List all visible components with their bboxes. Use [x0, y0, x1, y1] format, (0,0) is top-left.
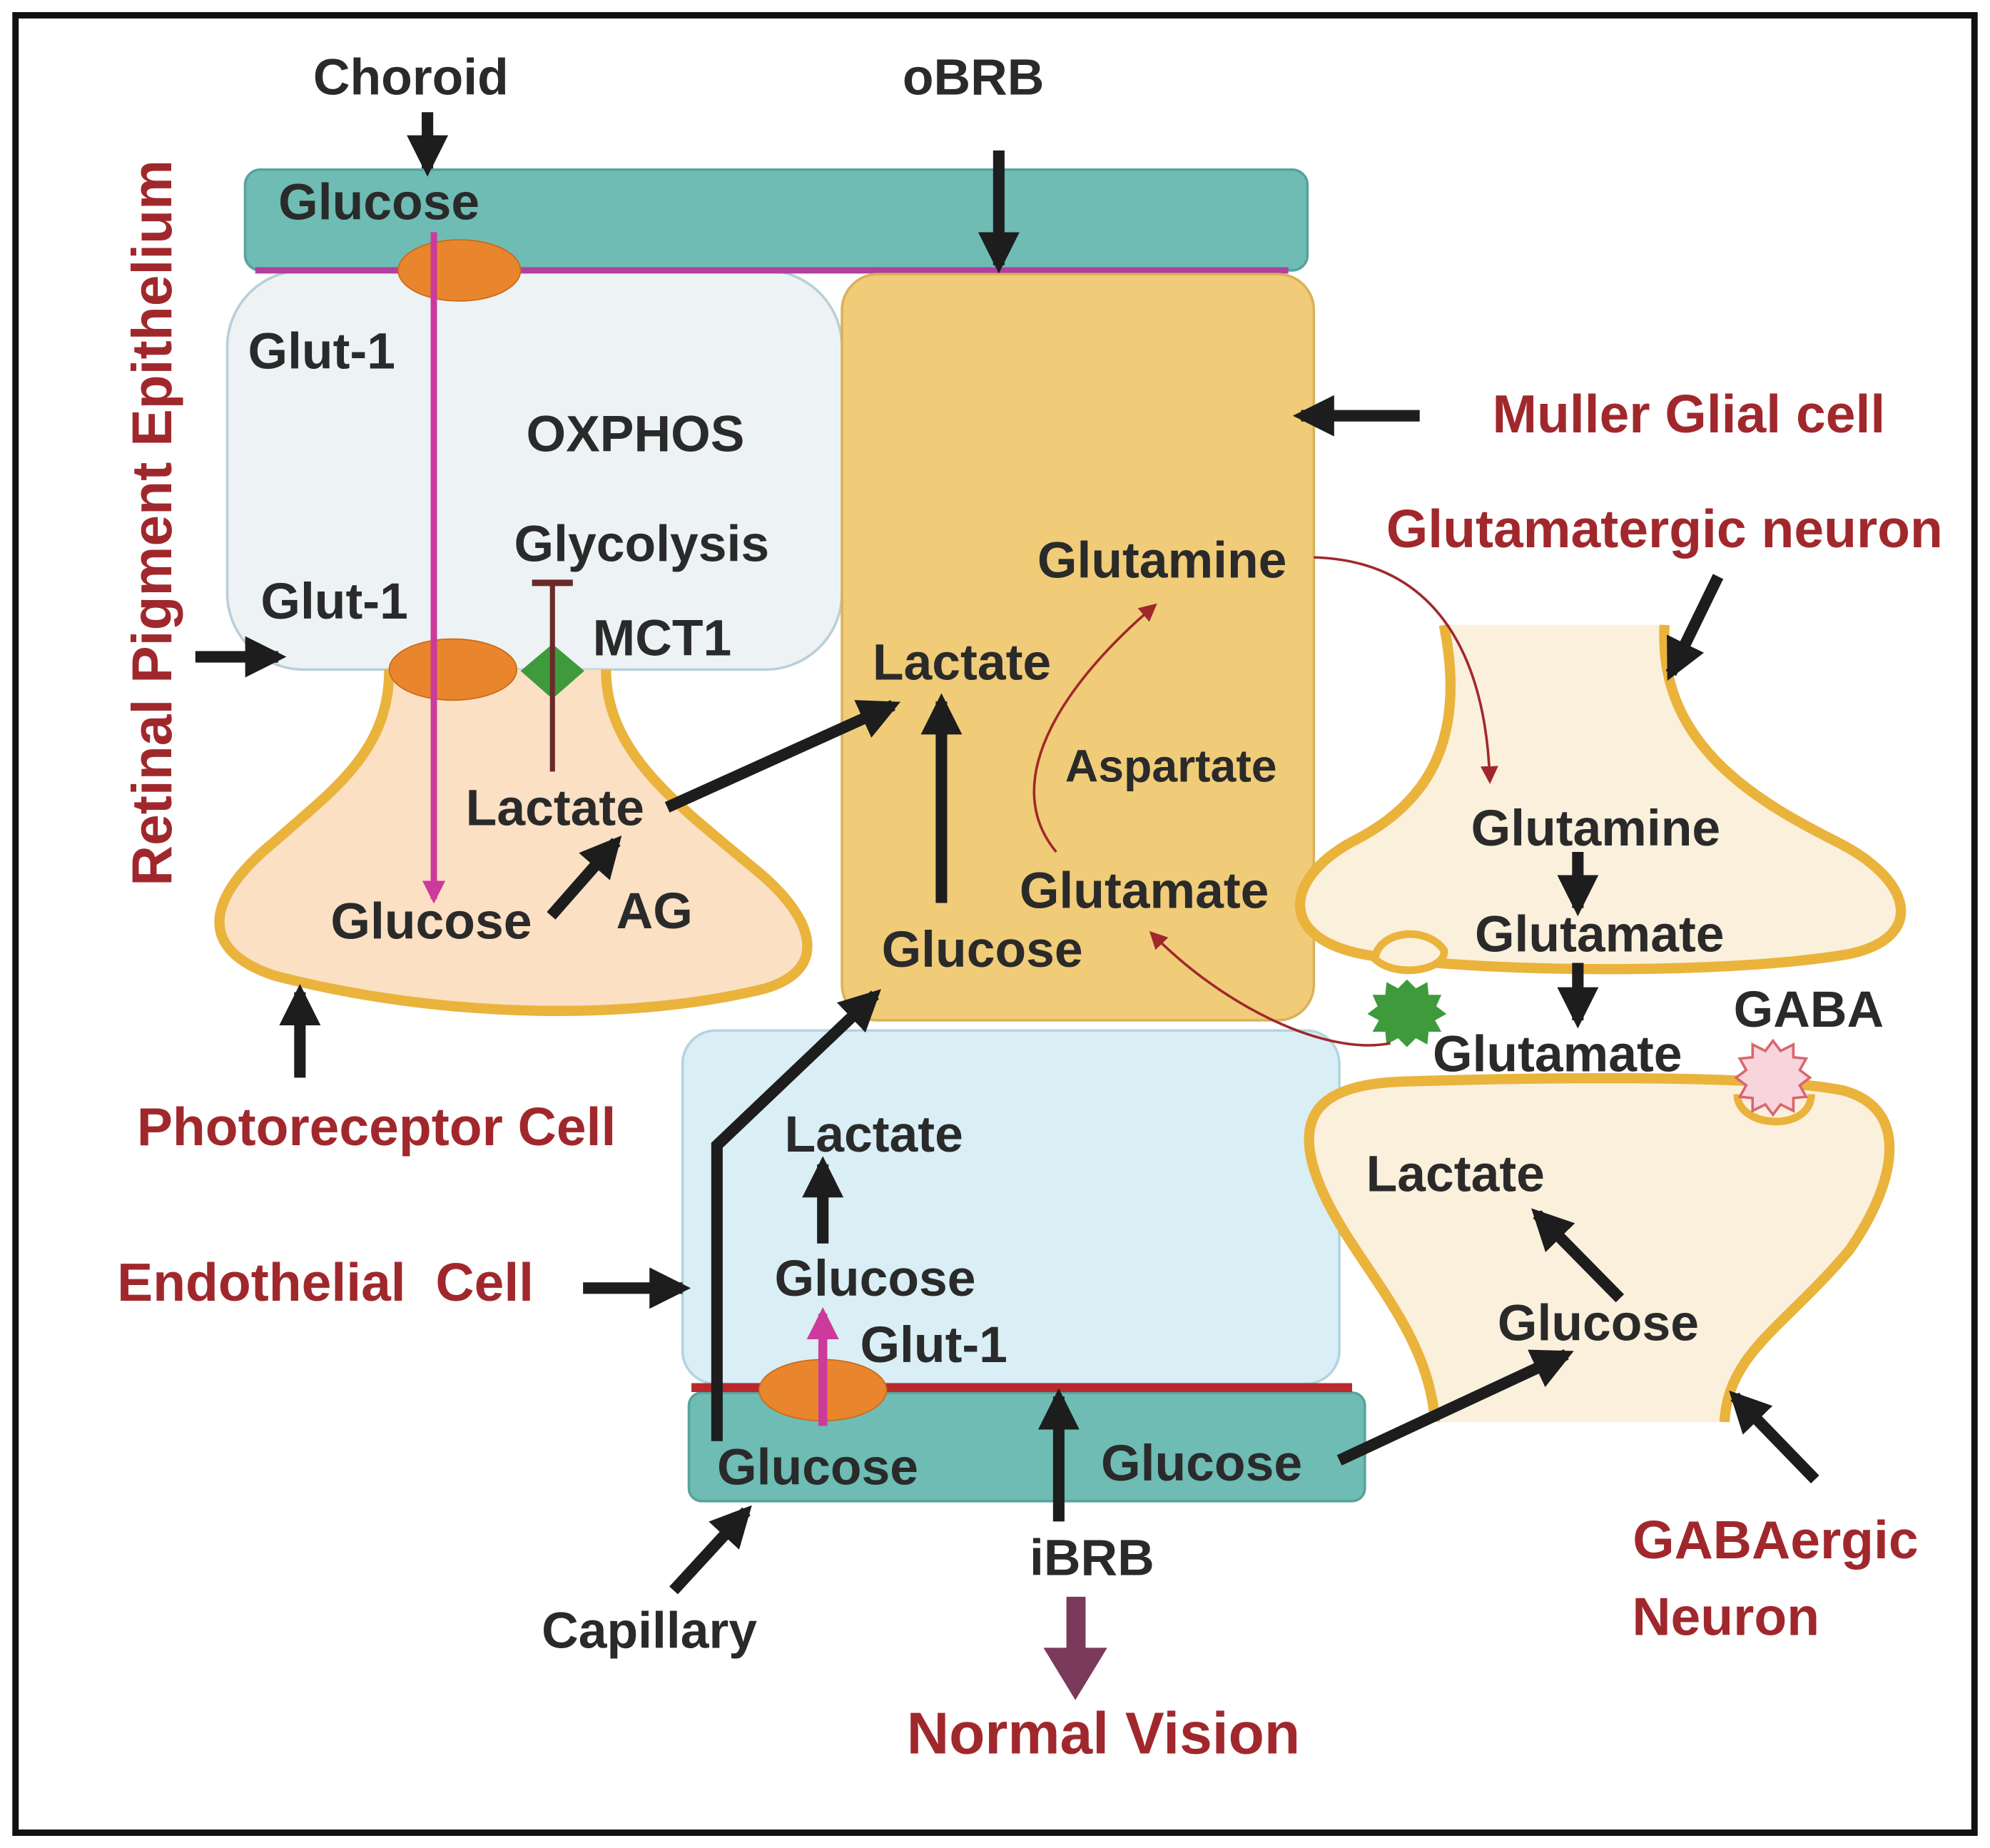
normal-vision-arrow	[1043, 1596, 1107, 1700]
glutamate-uptake-curve-arrow	[1149, 930, 1391, 1047]
gabaergic-neuron-outline	[1304, 1072, 1895, 1423]
normal-vision-label: Normal Vision	[907, 1702, 1300, 1767]
gabaergic-pointer-arrow	[1729, 1390, 1819, 1484]
aspartate-label: Aspartate	[1065, 741, 1277, 792]
endothelial-glucose-label: Glucose	[774, 1250, 975, 1307]
photoreceptor-lactate-label: Lactate	[466, 779, 644, 836]
glutamine-to-neuron-curve-arrow	[1314, 556, 1498, 784]
gabaergic-glucose-to-lactate-arrow	[1531, 1208, 1625, 1303]
capillary-label: Capillary	[542, 1602, 757, 1659]
gabaergic-neuron-body	[1309, 1078, 1890, 1422]
capillary-glucose-right-label: Glucose	[1101, 1435, 1302, 1492]
ag-label: AG	[616, 883, 693, 940]
mct1-label: MCT1	[593, 610, 732, 667]
glutamatergic-label: Glutamatergic neuron	[1386, 499, 1943, 559]
obrb-label: oBRB	[903, 49, 1045, 106]
gaba-label: GABA	[1734, 981, 1884, 1038]
photoreceptor-lactate-to-muller-arrow	[664, 700, 901, 813]
gaba-release-burst-icon	[1734, 1038, 1812, 1117]
glut1-transporter-bottom	[388, 638, 518, 701]
muller-glucose-label: Glucose	[882, 921, 1083, 978]
rpe-glut1-bottom-label: Glut-1	[260, 573, 407, 630]
photoreceptor-glucose-label: Glucose	[330, 893, 532, 950]
gabaergic-glucose-label: Glucose	[1498, 1295, 1699, 1352]
capillary-glucose-to-gabaergic-arrow	[1336, 1349, 1574, 1466]
endothelial-label: Endothelial Cell	[117, 1252, 534, 1312]
rpe-glucose-label: Glucose	[278, 173, 479, 230]
muller-lactate-label: Lactate	[873, 634, 1051, 691]
capillary-glucose-to-muller-arrow	[711, 989, 881, 1441]
muller-glial-cell-body	[841, 273, 1316, 1022]
capillary-glucose-left-label: Glucose	[717, 1439, 918, 1496]
synaptic-vesicle	[1371, 930, 1448, 975]
photoreceptor-cell-body	[214, 669, 813, 1016]
capillary-pointer-arrow	[669, 1505, 752, 1595]
gabaergic-label-line1: GABAergic	[1633, 1510, 1918, 1570]
glutamatergic-pointer-arrow	[1665, 574, 1724, 681]
glycolysis-label: Glycolysis	[514, 515, 770, 572]
endothelial-glut1-label: Glut-1	[860, 1316, 1007, 1374]
neuron-glutamate-label: Glutamate	[1475, 905, 1725, 963]
gabaergic-lactate-label: Lactate	[1366, 1145, 1545, 1202]
choroid-label: Choroid	[313, 49, 509, 106]
photoreceptor-label: Photoreceptor Cell	[137, 1097, 616, 1157]
ibrb-label: iBRB	[1030, 1529, 1154, 1586]
released-glutamate-label: Glutamate	[1433, 1025, 1682, 1082]
muller-glutamate-label: Glutamate	[1020, 863, 1269, 920]
rpe-label: Retinal Pigment Epithelium	[121, 160, 183, 886]
oxphos-label: OXPHOS	[527, 406, 745, 463]
endothelial-lactate-label: Lactate	[785, 1106, 963, 1163]
neuron-glutamine-label: Glutamine	[1471, 800, 1721, 857]
glutamate-to-glutamine-curve-arrow	[1032, 603, 1157, 853]
rpe-glut1-top-label: Glut-1	[248, 323, 395, 380]
glutamate-release-burst-icon	[1367, 979, 1447, 1047]
glut1-transporter-top	[397, 239, 522, 302]
muller-glutamine-label: Glutamine	[1037, 532, 1287, 589]
glutamatergic-neuron-outline	[1294, 624, 1907, 975]
ag-glucose-to-lactate-arrow	[547, 836, 622, 920]
muller-label: Muller Glial cell	[1493, 384, 1886, 444]
gabaergic-label-line2: Neuron	[1632, 1586, 1819, 1646]
